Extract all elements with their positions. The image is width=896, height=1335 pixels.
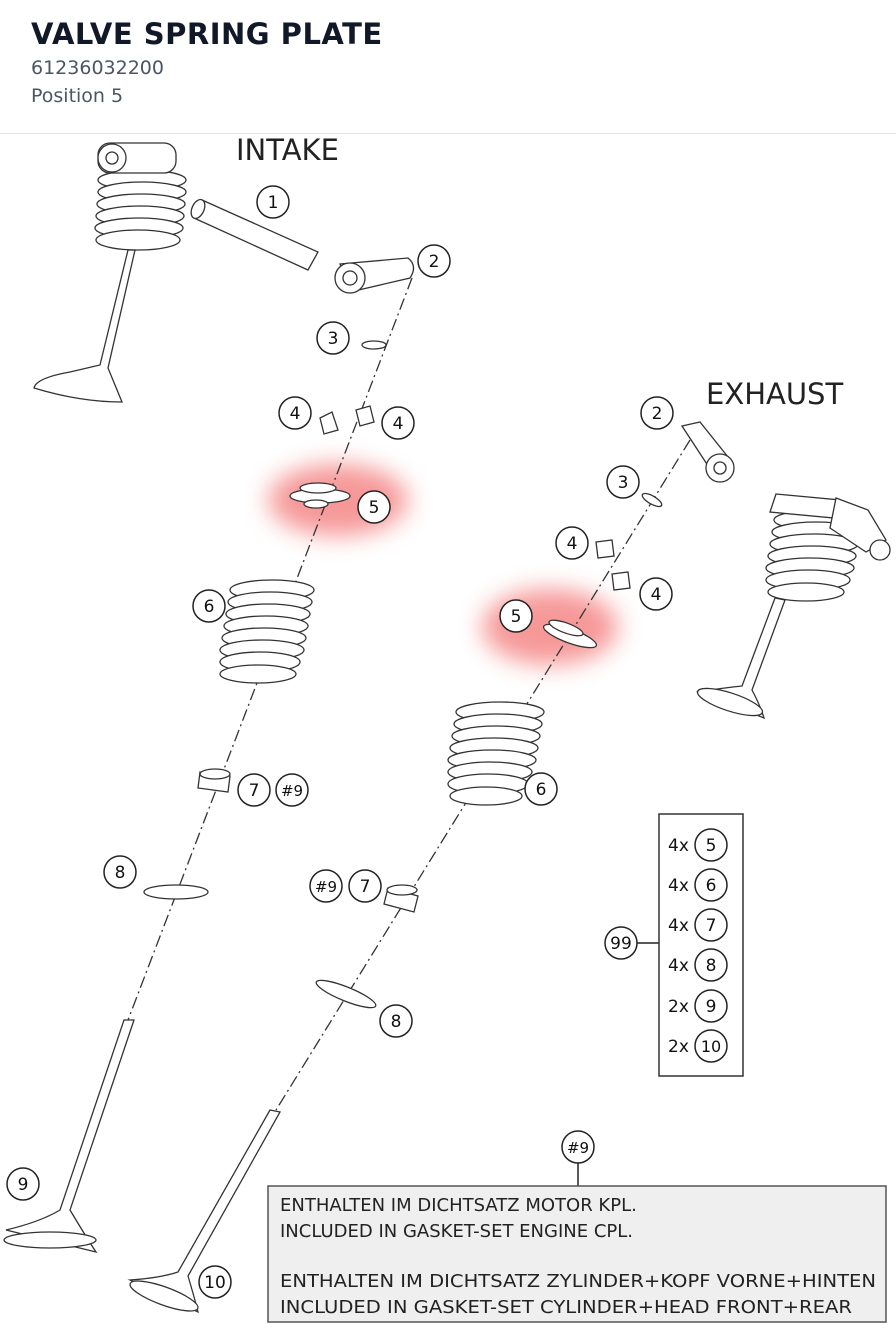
callout-intake-3-label: 3 — [328, 329, 339, 349]
callout-intake-4b-label: 4 — [393, 414, 404, 434]
intake-top-valve — [33, 142, 187, 403]
intake-part-4a — [319, 411, 339, 435]
note-line-3: ENTHALTEN IM DICHTSATZ ZYLINDER+KOPF VOR… — [280, 1271, 876, 1292]
callout-intake-4a[interactable] — [278, 396, 312, 430]
note-line-2: INCLUDED IN GASKET-SET ENGINE CPL. — [280, 1221, 633, 1242]
rocker-shaft — [190, 198, 319, 271]
note-line-4: INCLUDED IN GASKET-SET CYLINDER+HEAD FRO… — [280, 1297, 852, 1318]
callout-exhaust-7-label: 7 — [360, 877, 371, 897]
exhaust-part-3 — [641, 492, 663, 508]
position-label: Position 5 — [31, 85, 124, 107]
intake-spring-plate — [289, 482, 351, 509]
callout-exhaust-10-label: 10 — [204, 1273, 226, 1293]
kit-qty-6: 2x — [668, 1037, 689, 1057]
exhaust-label: EXHAUST — [706, 377, 843, 411]
callout-intake-6[interactable] — [192, 589, 226, 623]
callout-exhaust-6[interactable] — [524, 772, 558, 806]
intake-valve-spring — [219, 579, 315, 684]
callout-exhaust-10[interactable] — [198, 1265, 232, 1299]
intake-valve-seal — [197, 768, 231, 793]
intake-top-spring — [94, 169, 187, 251]
kit-item-5: 9 — [706, 997, 717, 1017]
kit-item-2: 6 — [706, 876, 717, 896]
exhaust-spring-plate — [542, 619, 598, 649]
callout-intake-9[interactable] — [6, 1167, 40, 1201]
exhaust-valve — [127, 1109, 282, 1314]
callout-exhaust-4a-label: 4 — [567, 534, 578, 554]
callout-exhaust-4b[interactable] — [639, 577, 673, 611]
kit-circle-5 — [694, 989, 728, 1023]
callout-exhaust-7[interactable] — [348, 869, 382, 903]
callout-intake-8-label: 8 — [115, 863, 126, 883]
callout-intake-5-label: 5 — [369, 498, 380, 518]
kit-circle-3 — [694, 908, 728, 942]
callout-exhaust-hash9-label: #9 — [315, 878, 337, 896]
kit-qty-3: 4x — [668, 916, 689, 936]
callout-intake-7-label: 7 — [249, 781, 260, 801]
callout-exhaust-5[interactable] — [499, 599, 533, 633]
intake-label: INTAKE — [236, 133, 339, 167]
kit-item-4: 8 — [706, 956, 717, 976]
kit-item-3: 7 — [706, 916, 717, 936]
kit-circle-1 — [694, 828, 728, 862]
callout-exhaust-8[interactable] — [379, 1004, 413, 1038]
callout-intake-4a-label: 4 — [290, 404, 301, 424]
intake-spring-seat — [143, 884, 209, 900]
exhaust-part-4b — [611, 571, 631, 591]
page-title: VALVE SPRING PLATE — [31, 17, 383, 51]
callout-intake-5[interactable] — [357, 490, 391, 524]
note-line-1: ENTHALTEN IM DICHTSATZ MOTOR KPL. — [280, 1195, 637, 1216]
header: VALVE SPRING PLATE 61236032200 Position … — [0, 0, 896, 134]
callout-exhaust-3-label: 3 — [618, 473, 629, 493]
callout-intake-1-label: 1 — [268, 193, 279, 213]
callout-exhaust-2[interactable] — [640, 396, 674, 430]
kit-qty-2: 4x — [668, 876, 689, 896]
kit-circle-2 — [694, 868, 728, 902]
callout-intake-1[interactable] — [256, 185, 290, 219]
callout-intake-hash9[interactable] — [275, 773, 309, 807]
part-number: 61236032200 — [31, 57, 164, 79]
callout-intake-2-label: 2 — [429, 252, 440, 272]
callout-intake-9-label: 9 — [18, 1175, 29, 1195]
callout-exhaust-hash9[interactable] — [309, 869, 343, 903]
callout-exhaust-2-label: 2 — [652, 404, 663, 424]
callout-intake-6-label: 6 — [204, 597, 215, 617]
callout-intake-4b[interactable] — [381, 406, 415, 440]
exhaust-top-valve — [695, 493, 891, 720]
callout-exhaust-8-label: 8 — [391, 1012, 402, 1032]
intake-rocker-arm — [334, 257, 415, 294]
kit-box: 4x 4x 4x 4x 2x 2x 5 6 7 8 9 10 — [637, 813, 744, 1077]
kit-qty-1: 4x — [668, 836, 689, 856]
callout-exhaust-3[interactable] — [606, 465, 640, 499]
callout-intake-3[interactable] — [316, 321, 350, 355]
callout-exhaust-4a[interactable] — [555, 526, 589, 560]
kit-item-6: 10 — [701, 1037, 721, 1056]
kit-qty-4: 4x — [668, 956, 689, 976]
kit-circle-4 — [694, 948, 728, 982]
exhaust-part-4a — [595, 539, 615, 559]
intake-part-3 — [361, 340, 387, 350]
callout-exhaust-4b-label: 4 — [651, 585, 662, 605]
callout-intake-hash9-label: #9 — [281, 782, 303, 800]
kit-qty-5: 2x — [668, 997, 689, 1017]
callout-exhaust-6-label: 6 — [536, 780, 547, 800]
callout-exhaust-5-label: 5 — [511, 607, 522, 627]
callout-intake-2[interactable] — [417, 244, 451, 278]
callout-intake-7[interactable] — [237, 773, 271, 807]
callout-set-99-label: 99 — [610, 934, 632, 954]
intake-valve — [3, 1019, 135, 1254]
exhaust-valve-seal — [383, 884, 419, 913]
kit-item-1: 5 — [706, 836, 717, 856]
intake-part-4b — [355, 405, 375, 427]
kit-circle-6 — [694, 1029, 728, 1063]
exhaust-rocker-arm — [680, 421, 735, 483]
callout-intake-8[interactable] — [103, 855, 137, 889]
exhaust-spring-seat — [315, 979, 377, 1009]
gasket-note-box: ENTHALTEN IM DICHTSATZ MOTOR KPL. INCLUD… — [267, 1163, 887, 1323]
callout-note-hash9-label: #9 — [567, 1139, 589, 1157]
exhaust-valve-spring — [447, 701, 545, 806]
